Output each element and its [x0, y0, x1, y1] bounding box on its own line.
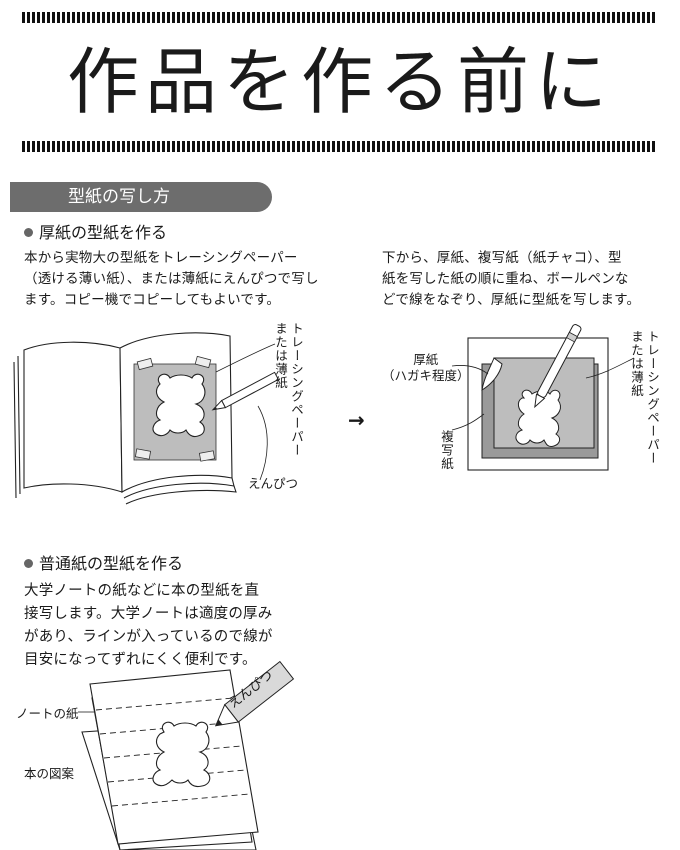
page-title: 作品を作る前に	[66, 40, 613, 124]
fig2-carbon-paper-label: 複写紙	[439, 430, 454, 471]
section-tab: 型紙の写し方	[10, 182, 272, 212]
method2-heading-text: 普通紙の型紙を作る	[39, 554, 184, 573]
method1-heading: 厚紙の型紙を作る	[24, 222, 167, 244]
method1-right-text: 下から、厚紙、複写紙（紙チャコ）、型 紙を写した紙の順に重ね、ボールペンな どで…	[382, 250, 641, 308]
method2-text: 大学ノートの紙などに本の型紙を直 接写します。大学ノートは適度の厚み があり、ラ…	[24, 583, 273, 668]
notebook-figure	[78, 660, 295, 850]
bear-pattern	[152, 373, 206, 438]
fig3-book-pattern-label: 本の図案	[24, 766, 75, 781]
pencil-icon	[211, 371, 280, 411]
bear-pattern-2	[515, 389, 561, 447]
bullet-dot-icon	[24, 228, 33, 237]
header-dashed-rule-top	[22, 12, 656, 23]
fig3-notebook-label: ノートの紙	[16, 706, 79, 721]
method1-left-text: 本から実物大の型紙をトレーシングペーパー （透ける薄い紙）、または薄紙にえんぴつ…	[24, 250, 319, 308]
layered-papers-figure	[451, 324, 635, 471]
method2-heading: 普通紙の型紙を作る	[24, 553, 183, 575]
fig1-tracing-paper-label: トレーシングペーパー または薄紙	[273, 322, 304, 457]
fig2-tracing-paper-label: トレーシングペーパー または薄紙	[629, 330, 660, 465]
ballpoint-pen-icon	[534, 324, 582, 409]
open-book-figure	[13, 332, 280, 505]
header-dashed-rule-bottom	[22, 141, 656, 152]
method1-heading-text: 厚紙の型紙を作る	[39, 223, 168, 242]
fig2-cardboard-label: 厚紙 （ハガキ程度）	[382, 352, 470, 383]
bear-pattern-3	[152, 721, 211, 788]
pencil-icon-2	[214, 660, 295, 727]
bullet-dot-icon	[24, 559, 33, 568]
fig1-pencil-label: えんぴつ	[248, 476, 299, 491]
book-left-page	[23, 341, 123, 493]
process-arrow-icon: →	[348, 408, 365, 432]
